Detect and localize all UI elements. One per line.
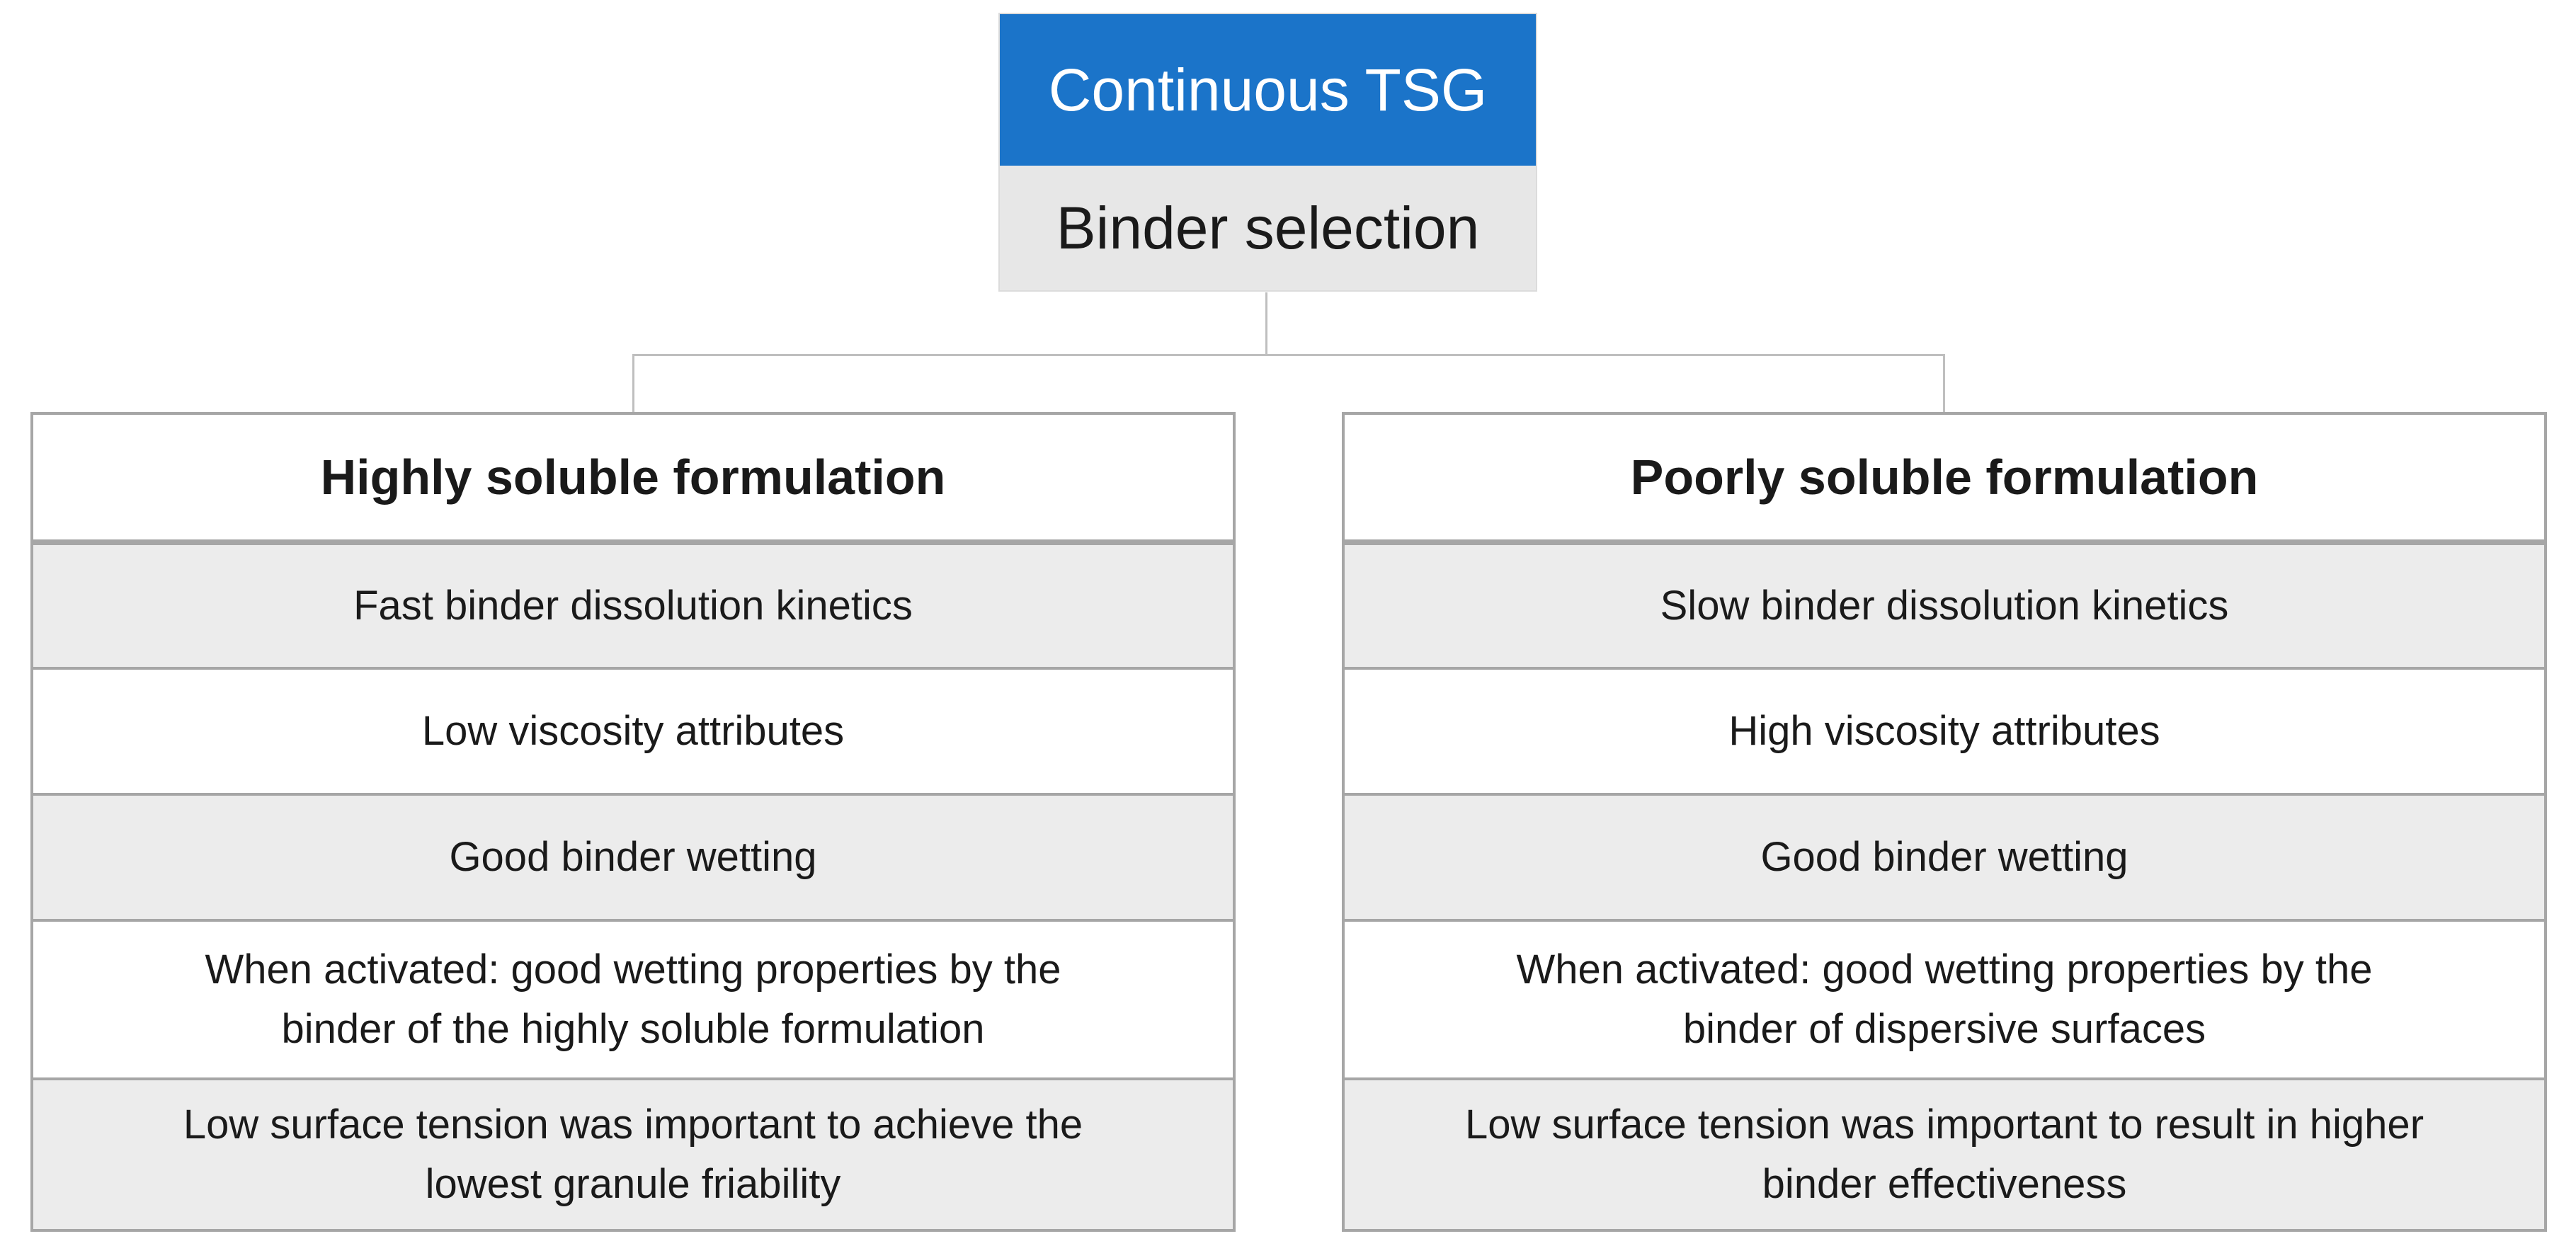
attribute-row: When activated: good wetting properties … [33, 919, 1233, 1077]
branch-highly-soluble: Highly soluble formulation Fast binder d… [30, 412, 1236, 1232]
attribute-row: Good binder wetting [33, 793, 1233, 919]
root-node: Continuous TSG Binder selection [998, 13, 1537, 292]
connector-left-drop [632, 354, 634, 413]
attribute-row: Good binder wetting [1345, 793, 2544, 919]
root-node-subtitle: Binder selection [1000, 166, 1536, 290]
branch-header: Poorly soluble formulation [1345, 415, 2544, 539]
connector-horizontal [632, 354, 1945, 356]
root-node-title: Continuous TSG [1000, 14, 1536, 166]
attribute-row: When activated: good wetting properties … [1345, 919, 2544, 1077]
attribute-row: Low surface tension was important to ach… [33, 1077, 1233, 1229]
branch-poorly-soluble: Poorly soluble formulation Slow binder d… [1342, 412, 2547, 1232]
connector-right-drop [1943, 354, 1945, 413]
attribute-row: Slow binder dissolution kinetics [1345, 539, 2544, 667]
branch-header: Highly soluble formulation [33, 415, 1233, 539]
attribute-row: Fast binder dissolution kinetics [33, 539, 1233, 667]
attribute-row: High viscosity attributes [1345, 667, 2544, 793]
attribute-row: Low surface tension was important to res… [1345, 1077, 2544, 1229]
connector-root-drop [1265, 292, 1267, 354]
attribute-row: Low viscosity attributes [33, 667, 1233, 793]
